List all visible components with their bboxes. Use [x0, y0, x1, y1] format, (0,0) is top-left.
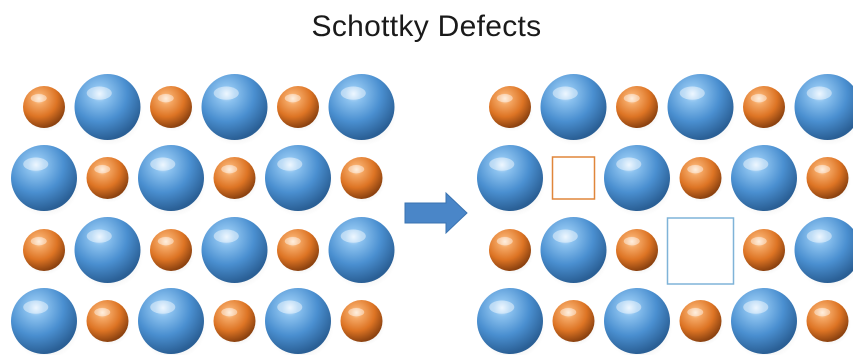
right-arrow-icon [404, 191, 468, 235]
defective-cation-ion [616, 86, 661, 132]
perfect-lattice [11, 74, 398, 355]
perfect-cation-ion [86, 300, 131, 346]
defective-cation-ion [806, 157, 851, 203]
defective-anion-ion [540, 217, 610, 289]
defective-anion-ion [731, 288, 800, 355]
defective-cation-ion [743, 86, 788, 132]
perfect-cation-ion [340, 300, 385, 346]
perfect-cation-ion [213, 300, 258, 346]
perfect-anion-ion [11, 288, 80, 355]
defective-cation-ion [489, 229, 534, 275]
defective-cation-ion [489, 86, 534, 132]
perfect-cation-ion [277, 229, 322, 275]
defective-anion-ion [667, 74, 737, 146]
defective-anion-ion [604, 288, 673, 355]
defective-cation-ion [806, 300, 851, 346]
defective-anion-ion [731, 145, 800, 217]
defective-anion-ion [477, 288, 546, 355]
defective-cation-ion [679, 300, 724, 346]
slide-title: Schottky Defects [311, 10, 542, 43]
perfect-anion-ion [328, 74, 398, 146]
defective-lattice [477, 74, 853, 355]
defective-anion-ion [794, 74, 853, 146]
defective-cation-ion [616, 229, 661, 275]
defective-anion-ion [794, 217, 853, 289]
perfect-anion-ion [201, 217, 271, 289]
perfect-cation-ion [150, 229, 195, 275]
defective-cation-ion [679, 157, 724, 203]
perfect-cation-ion [86, 157, 131, 203]
perfect-anion-ion [265, 145, 334, 217]
perfect-anion-ion [138, 145, 207, 217]
defective-anion-ion [540, 74, 610, 146]
perfect-anion-ion [328, 217, 398, 289]
defective-cation-ion [743, 229, 788, 275]
perfect-anion-ion [74, 74, 144, 146]
perfect-cation-ion [340, 157, 385, 203]
perfect-cation-ion [277, 86, 322, 132]
perfect-anion-ion [265, 288, 334, 355]
defective-cation-ion [552, 300, 597, 346]
perfect-anion-ion [138, 288, 207, 355]
perfect-cation-ion [213, 157, 258, 203]
anion-vacancy [666, 217, 735, 285]
perfect-anion-ion [201, 74, 271, 146]
defective-anion-ion [604, 145, 673, 217]
perfect-anion-ion [11, 145, 80, 217]
perfect-cation-ion [23, 86, 68, 132]
perfect-cation-ion [150, 86, 195, 132]
cation-vacancy [551, 156, 596, 200]
perfect-anion-ion [74, 217, 144, 289]
defective-anion-ion [477, 145, 546, 217]
perfect-cation-ion [23, 229, 68, 275]
